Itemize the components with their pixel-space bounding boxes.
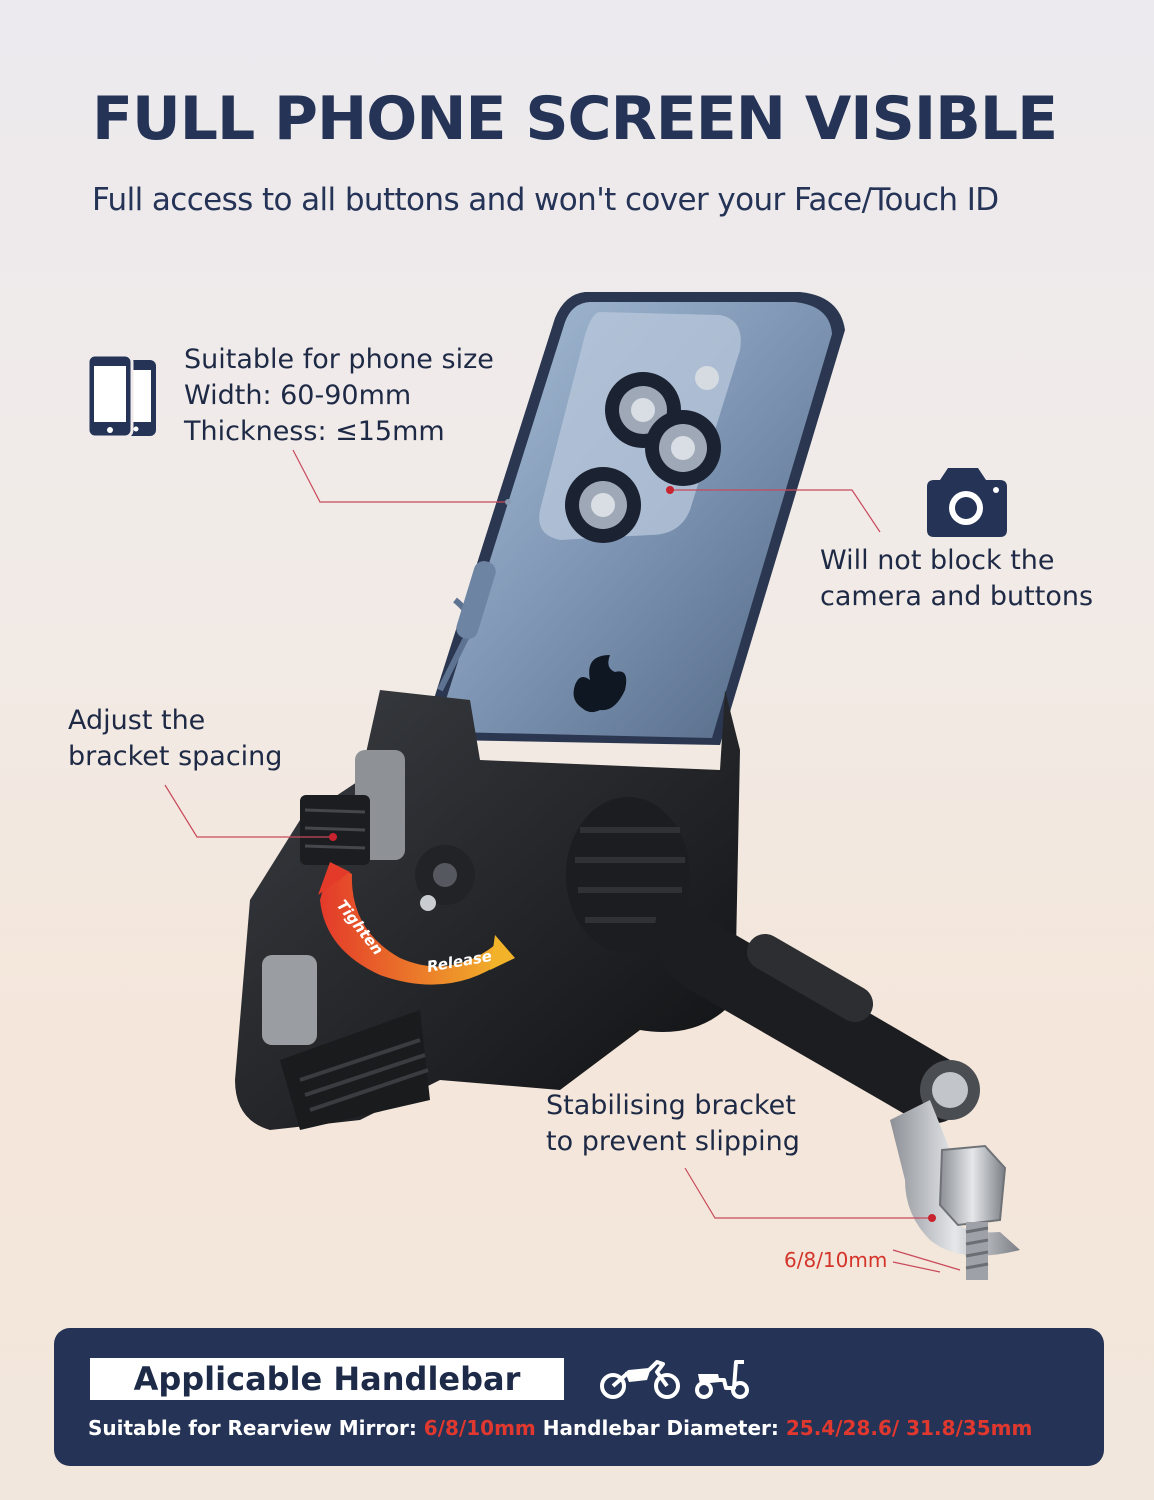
camera-module	[539, 312, 741, 543]
camera-line-1: Will not block the	[820, 545, 1055, 576]
leader-dots	[329, 486, 936, 1222]
diameter-value: 25.4/28.6/ 31.8/35mm	[785, 1416, 1033, 1440]
motorcycle-icon	[600, 1360, 680, 1399]
mirror-value: 6/8/10mm	[423, 1416, 536, 1440]
phone-size-line-2: Width: 60-90mm	[184, 380, 412, 411]
camera-icon	[927, 468, 1007, 537]
two-phones-icon	[86, 353, 156, 439]
page-subtitle: Full access to all buttons and won't cov…	[92, 182, 999, 218]
stabilising-line-1: Stabilising bracket	[546, 1090, 796, 1121]
handlebar-panel: Applicable Handlebar Suitable for Rearvi…	[54, 1328, 1104, 1466]
stabilising-callout: Stabilising bracket to prevent slipping	[546, 1088, 800, 1160]
phone-size-line-1: Suitable for phone size	[184, 344, 494, 375]
bolt-size-label: 6/8/10mm	[784, 1248, 888, 1272]
mirror-arm	[654, 905, 1020, 1280]
camera-line-2: camera and buttons	[820, 581, 1094, 612]
phone-size-callout: Suitable for phone size Width: 60-90mm T…	[184, 342, 494, 450]
phone-size-line-3: Thickness: ≤15mm	[184, 416, 445, 447]
holder-body	[235, 690, 740, 1130]
mirror-label: Suitable for Rearview Mirror:	[88, 1416, 424, 1440]
camera-callout: Will not block the camera and buttons	[820, 543, 1093, 615]
bracket-callout: Adjust the bracket spacing	[68, 703, 282, 775]
bracket-line-1: Adjust the	[68, 705, 206, 736]
leader-dot-phone	[505, 499, 511, 505]
phone	[431, 292, 845, 745]
diameter-label: Handlebar Diameter:	[535, 1416, 786, 1440]
apple-logo-icon	[573, 655, 627, 713]
stabilising-line-2: to prevent slipping	[546, 1126, 800, 1157]
page-title: FULL PHONE SCREEN VISIBLE	[92, 84, 1058, 154]
handlebar-title: Applicable Handlebar	[90, 1358, 564, 1400]
scooter-icon	[695, 1360, 749, 1399]
handlebar-specs: Suitable for Rearview Mirror: 6/8/10mm H…	[88, 1416, 1032, 1440]
bracket-line-2: bracket spacing	[68, 741, 283, 772]
leader-lines	[164, 449, 961, 1273]
